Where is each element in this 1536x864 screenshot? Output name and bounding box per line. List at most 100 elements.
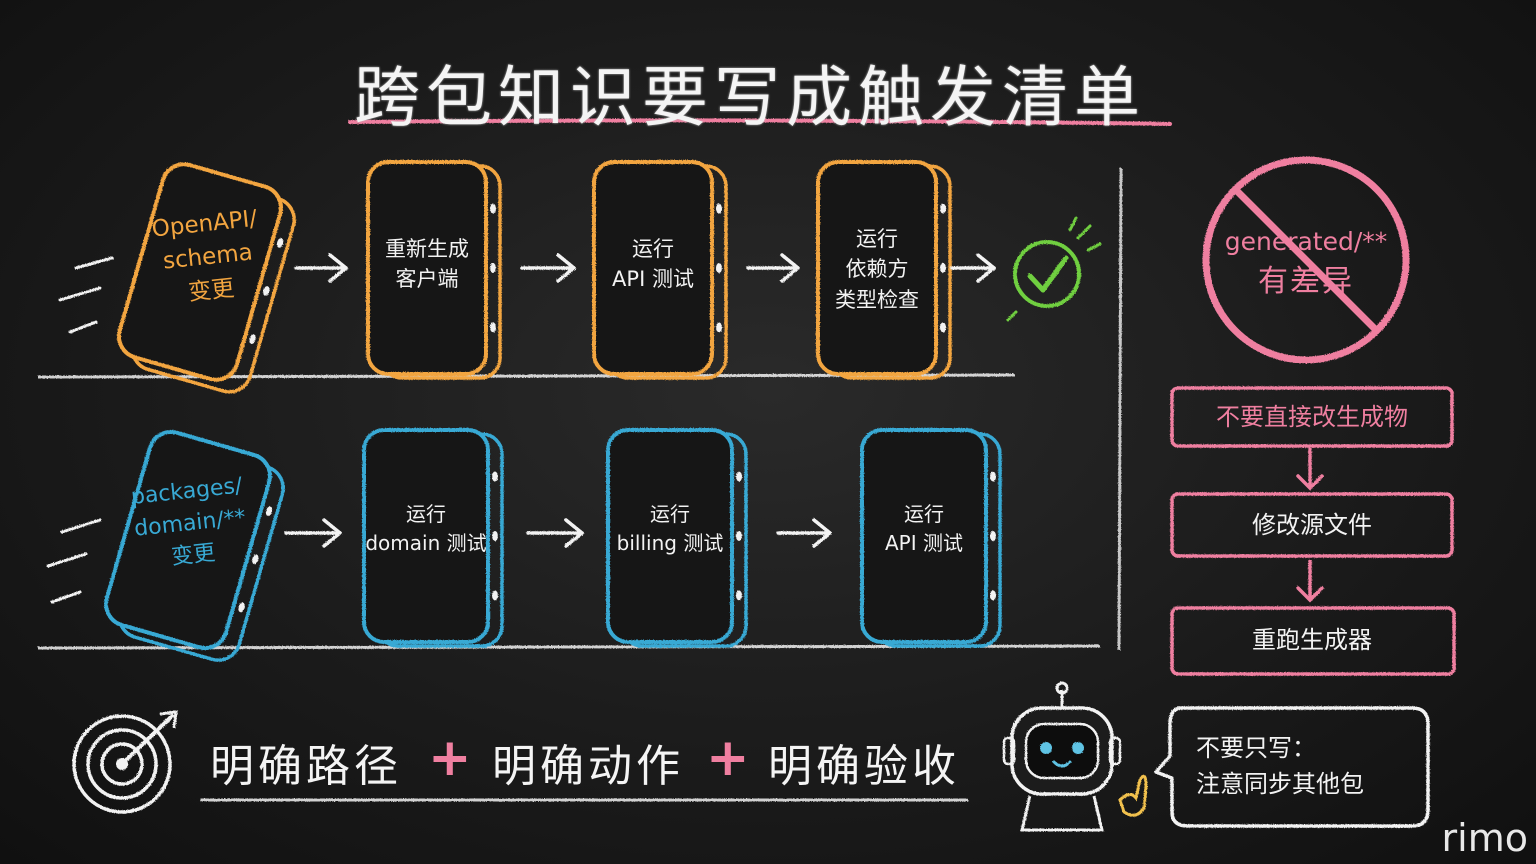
forbidden-line-1: generated/**: [1224, 227, 1388, 256]
top-step-1-card-button-2: [490, 263, 496, 273]
slogan-plus-1: +: [428, 728, 472, 788]
top-step-2-card-button-3: [716, 322, 722, 333]
fix-step-1-box: [1170, 386, 1454, 448]
fix-step-2-box: [1170, 492, 1454, 558]
target-ring-3: [100, 742, 144, 786]
top-trigger-card-button-1: [276, 238, 284, 248]
check-circle-icon: [1013, 240, 1081, 308]
bottom-trigger-card-group: [104, 429, 285, 662]
top-arrow-3-head: [780, 253, 800, 283]
forbidden-label: generated/** 有差异: [1206, 224, 1406, 304]
top-step-1-card-button-3: [490, 322, 496, 333]
top-step-3-card: [816, 160, 938, 376]
bottom-step-3-line-1: 运行: [904, 502, 944, 526]
target-arrow-icon: [122, 714, 174, 764]
bottom-trigger-card: [104, 429, 272, 651]
top-trigger-card-button-3: [249, 334, 256, 344]
motion-line-2-1: [60, 518, 102, 534]
bottom-step-2-card: [606, 428, 734, 644]
top-arrow-4-head: [976, 253, 996, 283]
bottom-step-3-label: 运行 API 测试: [862, 500, 986, 558]
top-step-3-card-button-1: [940, 203, 946, 214]
speech-line-2: 注意同步其他包: [1196, 770, 1364, 798]
fix-step-3-box: [1170, 606, 1456, 676]
bottom-step-2-card-button-3: [736, 590, 742, 601]
top-trigger-card: [117, 162, 283, 382]
bottom-step-2-line-2: billing 测试: [616, 531, 724, 555]
fix-arrow-2-head: [1296, 586, 1324, 603]
top-step-3-label: 运行 依赖方 类型检查: [818, 224, 936, 315]
target-ring-2: [86, 728, 158, 800]
check-mark-icon: [1027, 255, 1069, 293]
fix-step-2: 修改源文件: [1252, 511, 1372, 539]
top-step-3-line-1: 运行: [856, 227, 898, 251]
robot-smile: [1052, 760, 1072, 768]
bottom-step-2-card-button-1: [736, 471, 742, 482]
top-trigger-label: OpenAPI/ schema 变更: [143, 202, 273, 314]
fix-arrow-1-head: [1296, 474, 1324, 491]
bottom-trigger-card-button-3: [238, 602, 245, 613]
top-step-3-line-3: 类型检查: [835, 287, 919, 312]
robot-right-ear: [1108, 736, 1122, 766]
robot-body: [1020, 795, 1104, 832]
top-arrow-1-head: [328, 253, 348, 283]
no-entry-slash: [1232, 186, 1380, 334]
speech-line-1: 不要只写：: [1196, 734, 1316, 762]
slogan-path: 明确路径: [210, 741, 402, 792]
bottom-trigger-card-button-1: [265, 506, 273, 517]
forbidden-line-2: 有差异: [1258, 264, 1354, 300]
top-step-2-line-2: API 测试: [612, 267, 694, 292]
bottom-step-1-card: [362, 428, 490, 644]
bottom-step-1-card-button-2: [492, 531, 498, 541]
page-title: 跨包知识要写成触发清单: [354, 59, 1146, 136]
robot-pointing-hand: [1118, 774, 1148, 817]
top-step-1-card: [366, 160, 488, 376]
top-step-1-label: 重新生成 客户端: [368, 234, 486, 295]
motion-line-1-1: [74, 256, 114, 270]
bottom-step-3-card-button-3: [990, 590, 996, 601]
check-spark-2: [1086, 242, 1102, 252]
no-entry-icon: [1202, 156, 1410, 364]
speech-bubble: [1154, 706, 1430, 828]
fix-step-1: 不要直接改生成物: [1216, 403, 1408, 431]
bottom-arrow-1-head: [322, 518, 342, 548]
check-spark-4: [1006, 310, 1018, 322]
bottom-step-3-card: [860, 428, 988, 644]
top-step-2-label: 运行 API 测试: [594, 234, 712, 295]
bottom-step-1-card-button-1: [492, 471, 498, 482]
motion-line-2-3: [50, 590, 82, 604]
top-step-2-card: [592, 160, 714, 376]
bottom-arrow-2-head: [564, 518, 584, 548]
bottom-step-2-label: 运行 billing 测试: [608, 500, 732, 558]
top-step-2-line-1: 运行: [632, 237, 674, 261]
bottom-trigger-label: packages/ domain/** 变更: [115, 469, 264, 579]
robot-antenna-tip: [1055, 681, 1069, 695]
divider-line: [1117, 167, 1123, 651]
top-step-2-card-button-1: [716, 203, 722, 214]
motion-line-2-2: [46, 552, 88, 568]
top-step-1-line-2: 客户端: [395, 267, 459, 292]
motion-line-1-2: [58, 286, 102, 302]
bottom-step-2-card-button-2: [736, 531, 742, 541]
bottom-step-3-card-button-2: [990, 531, 996, 541]
bottom-arrow-3-head: [812, 518, 832, 548]
top-step-3-card-button-3: [940, 322, 946, 333]
top-arrow-2-head: [556, 253, 576, 283]
fix-step-3: 重跑生成器: [1252, 626, 1372, 654]
slogan-plus-2: +: [706, 728, 750, 788]
bottom-step-1-line-2: domain 测试: [365, 531, 487, 555]
bottom-step-3-line-2: API 测试: [885, 531, 963, 555]
target-arrow-fletch: [159, 710, 178, 729]
top-step-3-line-2: 依赖方: [845, 257, 909, 282]
top-step-1-line-1: 重新生成: [385, 237, 469, 261]
target-ring-1: [72, 714, 172, 814]
bottom-step-1-line-1: 运行: [406, 502, 446, 526]
watermark: rimo: [1441, 816, 1528, 860]
top-trigger-card-group: [117, 162, 296, 394]
slogan-action: 明确动作: [492, 741, 684, 792]
top-trigger-card-button-2: [263, 286, 270, 296]
motion-line-1-3: [68, 320, 98, 334]
speech-text: 不要只写： 注意同步其他包: [1196, 730, 1364, 802]
